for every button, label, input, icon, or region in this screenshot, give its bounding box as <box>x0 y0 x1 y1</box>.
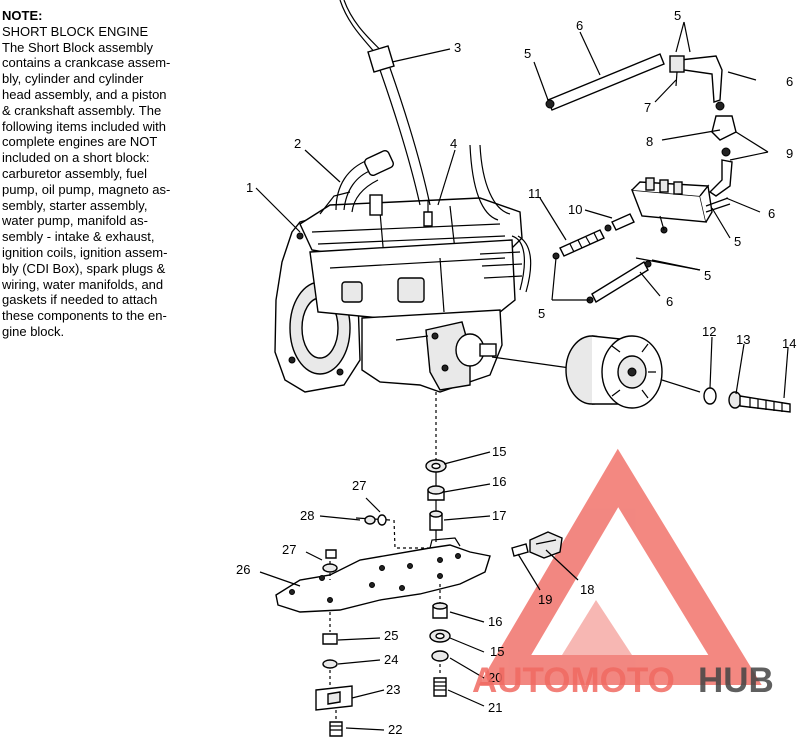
engine-mount-stack <box>425 392 447 542</box>
callout-5: 5 <box>538 306 545 321</box>
leader-lines <box>255 21 789 731</box>
callout-11: 11 <box>528 186 542 201</box>
note-line: wiring, water manifolds, and <box>2 276 164 292</box>
note-line: head assembly, and a piston <box>2 86 167 102</box>
callout-15: 15 <box>492 444 506 459</box>
fuel-pump-assembly <box>630 177 731 234</box>
note-line: sembly, starter assembly, <box>2 197 148 213</box>
note-line: contains a crankcase assem- <box>2 55 171 71</box>
callout-20: 20 <box>488 670 502 685</box>
watermark-part2: HUB <box>698 661 774 700</box>
callout-7: 7 <box>644 100 651 115</box>
callout-6: 6 <box>666 294 673 309</box>
note-line: bly, cylinder and cylinder <box>2 71 144 87</box>
recoil-starter-assembly <box>491 335 791 413</box>
callout-10: 10 <box>568 202 582 217</box>
callout-22: 22 <box>388 722 402 737</box>
callout-1: 1 <box>246 180 253 195</box>
callout-3: 3 <box>454 40 461 55</box>
watermark-wordmark: AUTOMOTO HUB <box>472 661 774 700</box>
lower-left-mount <box>315 612 353 737</box>
note-line: pump, oil pump, magneto as- <box>2 181 171 197</box>
note-line: complete engines are NOT <box>2 134 158 150</box>
note-title: NOTE: <box>2 8 43 23</box>
note-line: & crankshaft assembly. The <box>2 102 162 118</box>
callout-27: 27 <box>282 542 296 557</box>
callout-16: 16 <box>492 474 506 489</box>
note-line: bly (CDI Box), spark plugs & <box>2 260 166 276</box>
callout-18: 18 <box>580 582 594 597</box>
note-line: included on a short block: <box>2 150 150 166</box>
pull-cable-assembly <box>339 0 431 206</box>
callout-5: 5 <box>704 268 711 283</box>
callout-4: 4 <box>450 136 457 151</box>
callout-23: 23 <box>386 682 400 697</box>
callout-5: 5 <box>674 8 681 23</box>
note-line: SHORT BLOCK ENGINE <box>2 23 149 39</box>
note-line: gaskets if needed to attach <box>2 292 158 308</box>
callout-2: 2 <box>294 136 301 151</box>
callout-6: 6 <box>768 206 775 221</box>
callout-5: 5 <box>734 234 741 249</box>
note-line: water pump, manifold as- <box>2 213 148 229</box>
callout-5: 5 <box>524 46 531 61</box>
callout-9: 9 <box>786 146 793 161</box>
callout-21: 21 <box>488 700 502 715</box>
callout-24: 24 <box>384 652 398 667</box>
callout-13: 13 <box>736 332 750 347</box>
note-line: carburetor assembly, fuel <box>2 165 147 181</box>
callout-6: 6 <box>786 74 793 89</box>
callout-28: 28 <box>300 508 314 523</box>
lower-right-mount <box>429 584 451 697</box>
callout-15: 15 <box>490 644 504 659</box>
fuel-lines <box>545 53 737 304</box>
plate-hardware <box>322 514 563 573</box>
callout-8: 8 <box>646 134 653 149</box>
note-line: ignition coils, ignition assem- <box>2 244 168 260</box>
callout-25: 25 <box>384 628 398 643</box>
callout-27: 27 <box>352 478 366 493</box>
note-line: these components to the en- <box>2 308 167 324</box>
callout-17: 17 <box>492 508 506 523</box>
callout-16: 16 <box>488 614 502 629</box>
note-line: gine block. <box>2 323 65 339</box>
callout-19: 19 <box>538 592 552 607</box>
watermark-part1: AUTOMOTO <box>472 661 675 700</box>
note-line: sembly - intake & exhaust, <box>2 229 155 245</box>
mounting-plate <box>275 519 491 613</box>
callout-numbers: 1 2 3 4 5 5 5 5 5 6 6 6 6 7 8 9 10 11 12… <box>236 8 796 737</box>
callout-6: 6 <box>576 18 583 33</box>
watermark-logo <box>478 448 762 685</box>
callout-12: 12 <box>702 324 716 339</box>
short-block-engine <box>274 144 532 393</box>
note-line: The Short Block assembly <box>2 39 154 55</box>
callout-14: 14 <box>782 336 796 351</box>
short-block-note: NOTE: SHORT BLOCK ENGINE The Short Block… <box>2 8 216 340</box>
callout-26: 26 <box>236 562 250 577</box>
note-line: following items included with <box>2 118 167 134</box>
